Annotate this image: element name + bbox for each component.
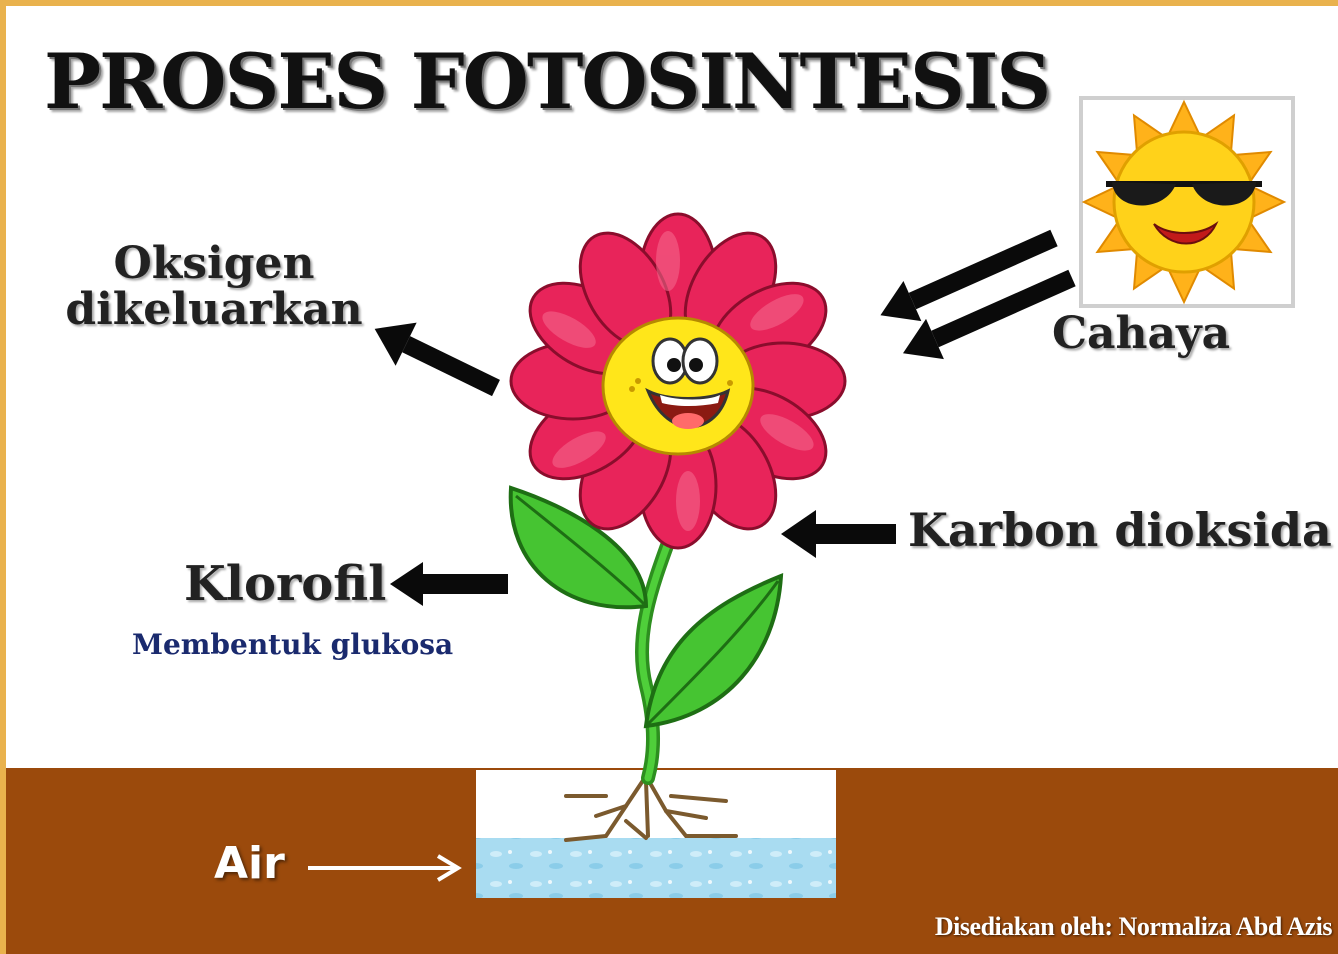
oxygen-label: Oksigen dikeluarkan (58, 241, 370, 333)
diagram-artwork (6, 6, 1338, 954)
leaf-right-icon (646, 576, 781, 726)
chlorophyll-label: Klorofil (184, 559, 386, 609)
credit-text: Disediakan oleh: Normaliza Abd Azis (935, 912, 1332, 942)
flower-icon (511, 214, 845, 548)
carbon-dioxide-label: Karbon dioksida (908, 506, 1332, 554)
oxygen-label-line2: dikeluarkan (58, 287, 370, 333)
sun-icon (1081, 98, 1293, 306)
oxygen-label-line1: Oksigen (58, 241, 370, 287)
glucose-label: Membentuk glukosa (132, 628, 453, 661)
page-title: PROSES FOTOSINTESIS (44, 44, 1049, 120)
water-layer (476, 838, 836, 898)
water-label: Air (214, 838, 285, 889)
light-label: Cahaya (1052, 311, 1230, 357)
